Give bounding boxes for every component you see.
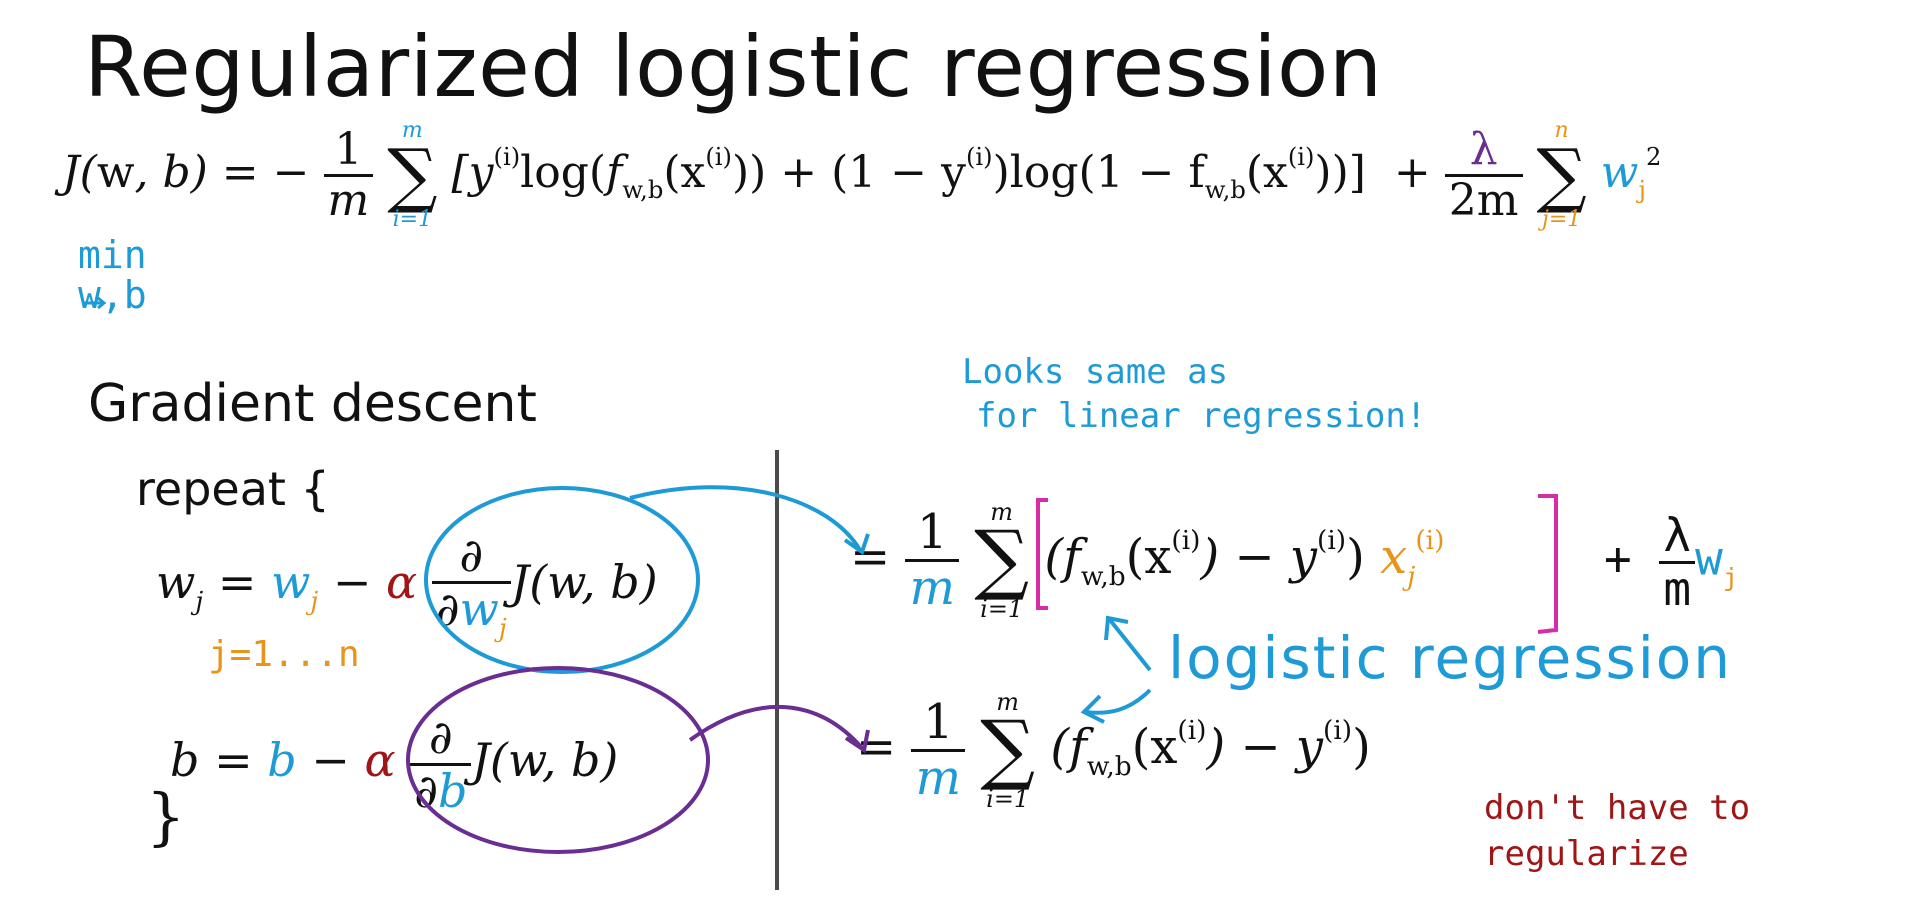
cost-lhs: J( [62, 146, 97, 198]
b-derivative-circle [406, 666, 710, 854]
reg-sum: n∑j=1 [1536, 118, 1587, 232]
dont-regularize-note: don't have to regularize [1484, 788, 1751, 874]
close-brace: } [146, 780, 186, 853]
down-arrow [1084, 688, 1152, 715]
blue-arrow-head [843, 533, 870, 556]
blue-arrow [629, 485, 862, 552]
magenta-right-bracket [1537, 494, 1558, 634]
cost-body: [y [451, 146, 494, 198]
min-note: min w,b [78, 233, 147, 317]
up-arrow-head [1104, 615, 1129, 641]
down-arrow-head [1080, 694, 1105, 724]
partial-b: ∂∂b [410, 712, 472, 816]
magenta-left-bracket [1036, 498, 1048, 610]
j-range-note: j=1...n [208, 634, 360, 675]
min-label: min [78, 233, 147, 277]
cost-w: w [96, 146, 135, 198]
page-title: Regularized logistic regression [84, 18, 1383, 116]
cost-comma-b: , b) = − [134, 146, 310, 198]
cost-sum: m∑i=1 [387, 118, 438, 232]
cost-mid: + (1 − y [780, 146, 966, 198]
min-vars: w,b [78, 272, 147, 317]
repeat-label: repeat { [136, 462, 330, 516]
vector-arrow-min [82, 296, 107, 310]
partial-wj: ∂∂wj [431, 530, 511, 642]
up-arrow [1108, 618, 1152, 672]
purple-arrow [688, 704, 864, 750]
purple-arrow-head [844, 729, 870, 754]
wj-derivative-circle [424, 486, 700, 674]
wj-sum: m∑i=1 [974, 498, 1030, 623]
b-sum: m∑i=1 [980, 688, 1036, 813]
gradient-descent-heading: Gradient descent [88, 374, 537, 434]
logistic-regression-note: logistic regression [1168, 624, 1733, 692]
looks-same-note: Looks same as for linear regression! [962, 352, 1427, 437]
